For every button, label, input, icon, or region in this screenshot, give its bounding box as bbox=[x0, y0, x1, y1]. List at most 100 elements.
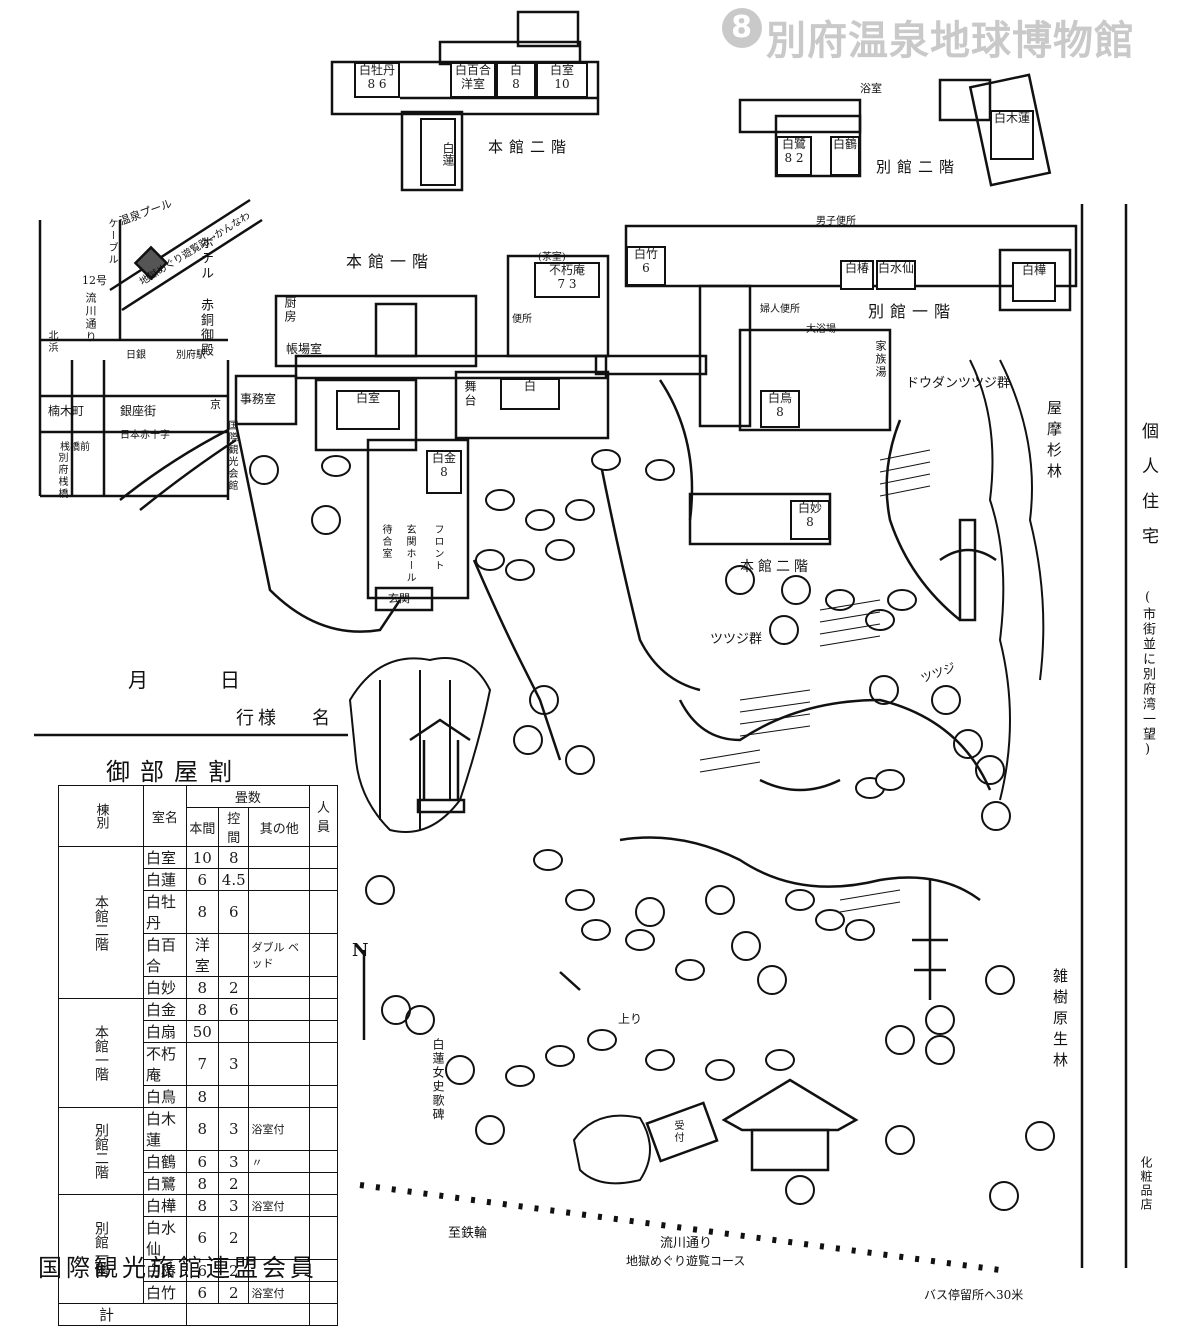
people-cell bbox=[309, 1281, 338, 1304]
building-group-cell: 本館二階 bbox=[58, 846, 144, 999]
street-ginza-label: 銀座街 bbox=[120, 404, 157, 418]
room-size: 8 bbox=[512, 76, 520, 91]
pine-tree-cluster bbox=[348, 657, 492, 833]
private-note-label: (市街並に別府湾一望) bbox=[1140, 590, 1155, 759]
street-kitahama-label: 北浜 bbox=[46, 330, 57, 354]
other-cell bbox=[248, 1020, 311, 1043]
sub-tatami-cell: 2 bbox=[217, 976, 250, 999]
main-tatami-cell: 7 bbox=[185, 1042, 219, 1086]
garden-2f-label: 本館二階 bbox=[740, 559, 812, 575]
main-tatami-cell: 6 bbox=[185, 868, 219, 891]
toilet-label: 便所 bbox=[512, 314, 532, 325]
room-name: 白百合 洋室 bbox=[454, 63, 491, 91]
kitchen-label: 厨房 bbox=[283, 296, 297, 324]
other-cell: 〃 bbox=[248, 1150, 311, 1173]
stage-label: 舞台 bbox=[463, 380, 477, 408]
col-other: 其の他 bbox=[248, 807, 311, 847]
room-size: 6 bbox=[642, 260, 650, 275]
north-label: N bbox=[352, 940, 369, 961]
table-total-row: 計 bbox=[58, 1303, 338, 1326]
mixed-bath-label: 家族湯 bbox=[874, 340, 887, 379]
room-name-cell: 白竹 bbox=[143, 1281, 187, 1304]
room-name: 白妙 bbox=[797, 501, 822, 515]
room-hakushitsu-1f: 白室 bbox=[336, 390, 400, 430]
room-name: 白室 bbox=[549, 63, 574, 77]
people-cell bbox=[309, 998, 338, 1021]
reception-label: 受付 bbox=[672, 1120, 683, 1144]
room-name: 白蓮 bbox=[441, 142, 455, 166]
sub-tatami-cell: 3 bbox=[217, 1107, 250, 1151]
room-shirakaba: 白樺 bbox=[1012, 262, 1056, 302]
annex-2f-label: 別館二階 bbox=[876, 158, 961, 176]
room-hakkaku-2f: 白鶴 bbox=[830, 136, 860, 176]
room-name-cell: 不朽庵 bbox=[143, 1042, 187, 1086]
street-hotel-label: ホテル 赤銅御殿 bbox=[198, 236, 213, 358]
other-cell bbox=[248, 890, 311, 934]
main-tatami-cell: 8 bbox=[185, 1107, 219, 1151]
room-name: 白室 bbox=[355, 391, 380, 405]
sub-tatami-cell: 8 bbox=[217, 846, 250, 869]
sub-tatami-cell bbox=[217, 1085, 250, 1108]
room-size: 10 bbox=[554, 76, 570, 91]
street-sanbashi-label: 桟橋前 bbox=[60, 442, 90, 453]
sub-tatami-cell: 6 bbox=[217, 998, 250, 1021]
main-tatami-cell: 8 bbox=[185, 1172, 219, 1195]
col-tatami: 畳数 bbox=[185, 785, 311, 808]
kannawa-direction-label: 至鉄輪 bbox=[448, 1226, 488, 1241]
up-label: 上り bbox=[618, 1012, 643, 1026]
sub-tatami-cell: 3 bbox=[217, 1042, 250, 1086]
main-tatami-cell: 8 bbox=[185, 1194, 219, 1217]
other-cell bbox=[248, 976, 311, 999]
office2-label: 事務室 bbox=[240, 392, 277, 406]
building-group-cell: 別館二階 bbox=[58, 1107, 144, 1195]
room-name-cell: 白木蓮 bbox=[143, 1107, 187, 1151]
room-name-cell: 白鷺 bbox=[143, 1172, 187, 1195]
total-tatami bbox=[185, 1303, 311, 1326]
building-group-cell: 本館一階 bbox=[58, 998, 144, 1108]
room-name: 白鶴 bbox=[832, 137, 857, 151]
room-name-cell: 白蓮 bbox=[143, 868, 187, 891]
main-tatami-cell: 6 bbox=[185, 1281, 219, 1304]
room-hakusuisen: 白水仙 bbox=[876, 260, 916, 290]
footer-association: 国際観光旅館連盟会員 bbox=[38, 1254, 318, 1282]
people-cell bbox=[309, 846, 338, 869]
garden-path bbox=[472, 559, 562, 761]
people-cell bbox=[309, 976, 338, 999]
room-name-cell: 白牡丹 bbox=[143, 890, 187, 934]
room-name: 白竹 bbox=[633, 247, 658, 261]
other-cell bbox=[248, 1042, 311, 1086]
room-name: 不朽庵 bbox=[548, 263, 585, 277]
sub-tatami-cell: 4.5 bbox=[217, 868, 250, 891]
sub-tatami-cell: 2 bbox=[217, 1172, 250, 1195]
other-cell bbox=[248, 998, 311, 1021]
other-cell bbox=[248, 846, 311, 869]
table-header-row: 棟別 室名 畳数 人員 bbox=[58, 785, 338, 847]
room-size: 8 bbox=[806, 514, 814, 529]
room-name: 白金 bbox=[431, 451, 456, 465]
col-room: 室名 bbox=[143, 785, 187, 847]
room-name: 白樺 bbox=[1021, 263, 1046, 277]
other-cell bbox=[248, 868, 311, 891]
total-people bbox=[309, 1303, 338, 1326]
main-tatami-cell: 8 bbox=[185, 1085, 219, 1108]
mens-toilet-label: 男子便所 bbox=[816, 216, 856, 227]
col-main: 本間 bbox=[185, 807, 219, 847]
forest-label: 雑樹原生林 bbox=[1051, 968, 1069, 1073]
room-name: 白木蓮 bbox=[993, 111, 1030, 125]
street-nichigin-label: 日銀 bbox=[126, 350, 146, 361]
other-cell: 浴室付 bbox=[248, 1107, 311, 1151]
bath-label: 浴室 bbox=[860, 82, 882, 95]
